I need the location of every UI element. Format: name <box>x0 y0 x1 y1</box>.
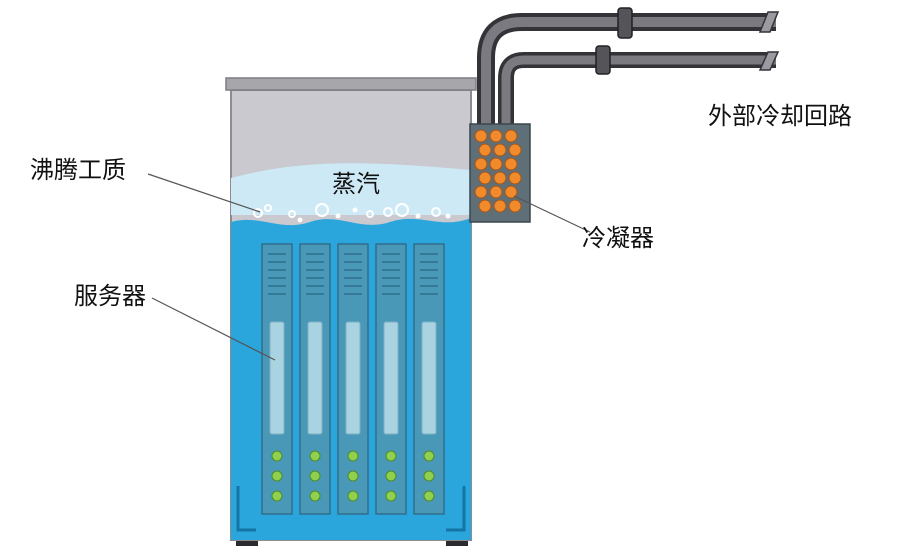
server-drive-slot <box>345 321 361 435</box>
pipe-lower-coupling <box>595 45 611 75</box>
condenser-tube <box>474 185 488 199</box>
server-5 <box>413 243 445 515</box>
condenser <box>469 123 531 223</box>
condenser-tube <box>508 199 522 213</box>
server-led <box>271 490 283 502</box>
condenser-tube <box>489 129 503 143</box>
label-server: 服务器 <box>74 282 146 310</box>
bubbles <box>253 203 451 223</box>
pipe-upper-coupling <box>617 7 633 39</box>
server-rack <box>261 243 445 515</box>
external-pipes <box>477 7 780 128</box>
server-1 <box>261 243 293 515</box>
pipe-lower-highlight <box>501 55 776 128</box>
server-led <box>385 470 397 482</box>
pipe-lower-end <box>758 51 780 71</box>
condenser-tube <box>504 185 518 199</box>
condenser-tube <box>489 185 503 199</box>
condenser-tube <box>474 157 488 171</box>
tank-bracket-right <box>446 486 466 532</box>
pipe-upper-end <box>758 11 780 33</box>
condenser-tube <box>493 199 507 213</box>
condenser-tube <box>489 157 503 171</box>
condenser-tube <box>504 157 518 171</box>
server-drive-slot <box>383 321 399 435</box>
label-condenser: 冷凝器 <box>582 224 654 252</box>
server-led <box>271 470 283 482</box>
tank-lid <box>225 77 477 91</box>
condenser-tube <box>504 129 518 143</box>
server-drive-slot <box>307 321 323 435</box>
server-2 <box>299 243 331 515</box>
server-led <box>347 490 359 502</box>
server-led <box>309 450 321 462</box>
label-external-loop: 外部冷却回路 <box>708 102 852 130</box>
condenser-tube <box>508 171 522 185</box>
condenser-tubes <box>474 129 522 213</box>
server-led <box>423 490 435 502</box>
server-4 <box>375 243 407 515</box>
condenser-tube <box>478 199 492 213</box>
server-drive-slot <box>269 321 285 435</box>
server-3 <box>337 243 369 515</box>
label-vapor: 蒸汽 <box>332 170 380 198</box>
server-led <box>423 470 435 482</box>
server-led <box>347 450 359 462</box>
condenser-tube <box>493 171 507 185</box>
leader-boiling-fluid <box>147 173 261 213</box>
server-led <box>423 450 435 462</box>
leader-condenser <box>513 195 591 233</box>
leader-server <box>151 297 276 361</box>
condenser-tube <box>478 143 492 157</box>
server-led <box>309 490 321 502</box>
server-led <box>385 450 397 462</box>
server-led <box>385 490 397 502</box>
server-drive-slot <box>421 321 437 435</box>
condenser-tube <box>493 143 507 157</box>
server-led <box>309 470 321 482</box>
vapor-layer <box>231 163 471 215</box>
tank-bracket-left <box>236 486 256 532</box>
condenser-tube <box>508 143 522 157</box>
label-boiling-fluid: 沸腾工质 <box>30 156 126 184</box>
condenser-tube <box>474 129 488 143</box>
pipe-upper-highlight <box>481 17 776 128</box>
server-led <box>271 450 283 462</box>
condenser-tube <box>478 171 492 185</box>
server-led <box>347 470 359 482</box>
